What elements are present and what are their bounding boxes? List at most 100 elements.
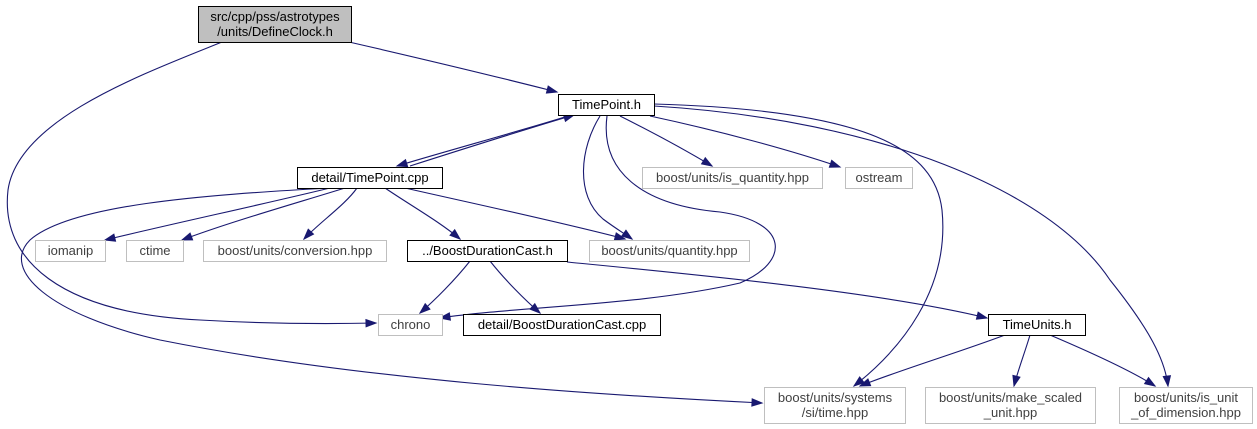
edge-timepoint_h-to-quantity [582,115,634,240]
node-box [378,314,443,336]
node-timepoint-h[interactable]: TimePoint.h [558,94,655,116]
node-box [589,240,750,262]
node-label: ../BoostDurationCast.h [422,243,553,258]
edge-detail_timepoint_cpp-to-boostdurationcast_h [384,187,462,240]
edge-line [1049,334,1156,387]
edge-arrowhead [545,85,559,94]
edge-defineclock-to-timepoint_h [348,41,559,94]
edge-line [582,115,633,240]
edge-timeunits_h-to-make_scaled_unit [1012,334,1031,388]
edge-arrowhead [529,302,542,314]
edge-arrowhead [828,159,842,168]
node-box [203,240,387,262]
edge-line [20,187,763,404]
node-boostdurationcast-h[interactable]: ../BoostDurationCast.h [407,240,568,262]
node-label: src/cpp/pss/astrotypes [210,9,340,24]
edge-line [649,115,841,168]
node-label: boost/units/systems [778,390,893,405]
node-make-scaled-unit: boost/units/make_scaled_unit.hpp [925,387,1096,424]
node-label: ostream [856,170,903,185]
edge-boostdurationcast_h-to-chrono [418,260,471,314]
edge-line [404,187,626,240]
edge-line [348,41,558,93]
node-box [407,240,568,262]
node-label: boost/units/is_quantity.hpp [656,170,809,185]
edge-line [396,115,569,167]
node-defineclock[interactable]: src/cpp/pss/astrotypes/units/DefineClock… [198,6,352,43]
edge-arrowhead [1143,376,1157,387]
node-box [845,167,913,189]
node-label: TimePoint.h [572,97,641,112]
node-label: detail/BoostDurationCast.cpp [478,317,646,332]
edge-timepoint_h-to-detail_timepoint_cpp [395,115,569,168]
edge-line [439,115,776,319]
edge-line [859,334,1006,387]
edge-detail_timepoint_cpp-to-si_time [20,187,764,407]
node-is-quantity: boost/units/is_quantity.hpp [642,167,823,189]
node-iomanip: iomanip [35,240,106,262]
node-ctime: ctime [126,240,184,262]
edge-arrowhead [852,376,865,387]
edge-line [104,187,331,241]
node-box [198,6,352,43]
node-box [297,167,443,189]
node-box [126,240,184,262]
node-label: iomanip [48,243,94,258]
edge-boostdurationcast_h-to-detail_boostdurationcast_cpp [489,260,542,314]
node-label: boost/units/quantity.hpp [601,243,737,258]
edge-arrowhead [613,232,627,241]
edge-arrowhead [1012,374,1021,388]
edge-timeunits_h-to-is_unit_of_dimension [1049,334,1157,387]
node-timeunits-h[interactable]: TimeUnits.h [988,314,1086,336]
edge-line [181,187,346,241]
edge-arrowhead [858,378,872,387]
edge-detail_timepoint_cpp-to-conversion [302,187,358,241]
edge-detail_timepoint_cpp-to-iomanip [103,187,331,242]
node-label: boost/units/conversion.hpp [218,243,373,258]
node-label: boost/units/make_scaled [939,390,1082,405]
node-is-unit-of-dimension: boost/units/is_unit_of_dimension.hpp [1119,387,1253,424]
edge-line [409,114,575,167]
node-box [642,167,823,189]
node-label: /units/DefineClock.h [217,24,333,39]
node-label: /si/time.hpp [802,405,868,420]
node-box [35,240,106,262]
node-label: _of_dimension.hpp [1130,405,1241,420]
edge-timepoint_h-to-si_time [653,103,944,387]
node-box [1119,387,1253,424]
edge-arrowhead [302,228,315,241]
nodes-layer: src/cpp/pss/astrotypes/units/DefineClock… [35,6,1253,424]
edge-arrowhead [395,158,409,168]
edge-arrowhead [975,311,989,320]
node-box [988,314,1086,336]
edge-line [303,187,358,240]
edge-detail_timepoint_cpp-to-timepoint_h [409,113,576,167]
node-label: boost/units/is_unit [1134,390,1238,405]
edge-arrowhead [103,233,117,242]
node-label: TimeUnits.h [1003,317,1072,332]
node-chrono: chrono [378,314,443,336]
edge-timeunits_h-to-si_time [858,334,1006,387]
node-label: _unit.hpp [983,405,1038,420]
edge-arrowhead [620,229,634,240]
node-label: detail/TimePoint.cpp [311,170,428,185]
edge-line [384,187,461,240]
edges-layer [6,41,1172,407]
edge-line [653,105,1169,387]
edge-arrowhead [180,232,194,241]
edge-detail_timepoint_cpp-to-quantity [404,187,627,241]
node-conversion: boost/units/conversion.hpp [203,240,387,262]
edge-timepoint_h-to-chrono [438,115,776,321]
edge-timepoint_h-to-is_quantity [619,115,714,167]
edge-detail_timepoint_cpp-to-ctime [180,187,346,241]
node-detail-boostdurationcast-cpp[interactable]: detail/BoostDurationCast.cpp [463,314,661,336]
edge-arrowhead [700,156,714,167]
node-detail-timepoint-cpp[interactable]: detail/TimePoint.cpp [297,167,443,189]
edge-arrowhead [418,302,431,314]
edge-timepoint_h-to-is_unit_of_dimension [653,105,1172,388]
node-ostream: ostream [845,167,913,189]
node-label: ctime [139,243,170,258]
edge-line [653,103,944,387]
node-box [764,387,906,424]
edge-line [419,260,471,314]
